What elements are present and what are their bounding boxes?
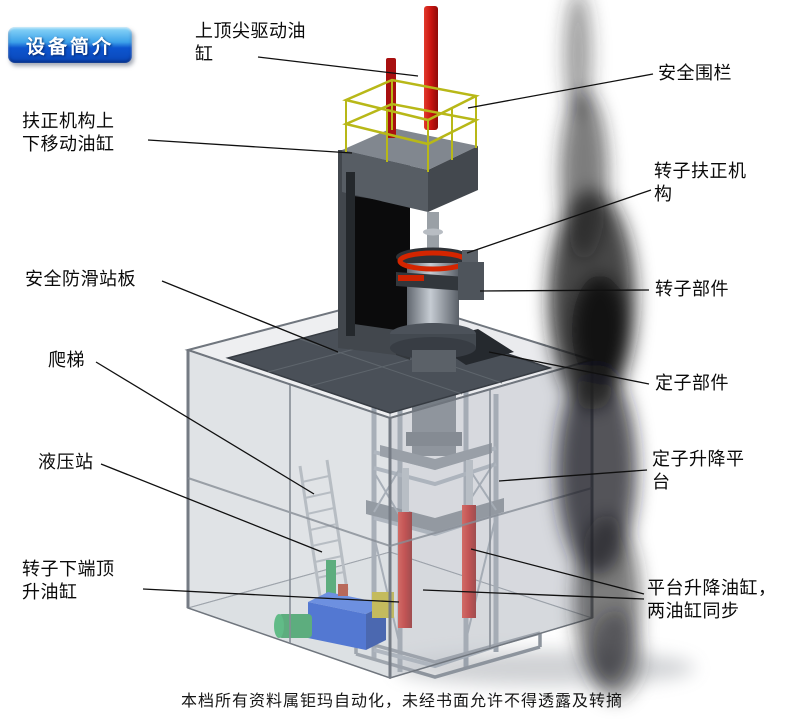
callout-stator-part: 定子部件 [655, 373, 729, 393]
callout-rotor-part: 转子部件 [655, 279, 729, 299]
leader-rotor-centering [466, 189, 652, 254]
head-top [342, 128, 478, 170]
leader-stator-part [488, 351, 650, 385]
piston-rod-right [466, 460, 473, 507]
leader-rotor-jack-cylinder [142, 588, 400, 603]
callout-hydraulic-station: 液压站 [38, 452, 94, 472]
callout-rotor-bottom-jack-cylinder: 转子下端顶升油缸 [22, 559, 115, 602]
leader-antislip-platform [161, 280, 339, 353]
head-side [428, 146, 478, 212]
leader-ladder [95, 361, 315, 495]
hydraulic-tank [308, 602, 366, 650]
callout-rotor-centering-mechanism: 转子扶正机构 [654, 161, 747, 204]
callout-top-tip-cylinder: 上顶尖驱动油缸 [195, 21, 306, 64]
callout-ladder: 爬梯 [48, 350, 85, 370]
centering-lift-cylinder [346, 172, 355, 336]
leader-platform-lift-left [422, 589, 645, 600]
press-column [338, 128, 478, 360]
leader-lines [95, 56, 654, 603]
section-badge: 设备简介 [8, 27, 132, 63]
top-tip-drive-cylinder [424, 6, 438, 130]
enclosure-mid-rails [187, 384, 593, 648]
leader-rotor-part [479, 289, 650, 292]
callout-centering-updown-cylinder: 扶正机构上下移动油缸 [22, 111, 115, 154]
top-drive-cylinders [386, 6, 438, 138]
leader-stator-lift-platform [498, 469, 648, 482]
safety-railing [342, 78, 480, 172]
shadow-smudge [548, 0, 641, 700]
callout-antislip-platform: 安全防滑站板 [25, 269, 136, 289]
column-window [354, 196, 410, 332]
platform-lift-cylinder-right [462, 505, 476, 618]
railing-posts [345, 80, 477, 172]
leader-top-tip-cylinder [257, 56, 419, 77]
leader-centering-updown-cylinder [147, 139, 353, 154]
rotor-body [407, 263, 459, 330]
callout-platform-lift-cylinders: 平台升降油缸，两油缸同步 [647, 578, 777, 621]
piston-rod-left [402, 468, 409, 514]
head-front [342, 150, 428, 212]
callout-safety-fence: 安全围栏 [658, 63, 732, 83]
leader-hydraulic-station [100, 463, 323, 553]
stator-lift-platform-plate [366, 498, 504, 532]
hydraulic-motor [278, 614, 312, 638]
section-badge-label: 设备简介 [25, 36, 114, 58]
rotor-assembly [390, 212, 484, 372]
centering-bracket [458, 262, 484, 300]
leader-safety-fence [467, 73, 654, 109]
footer-disclaimer: 本档所有资料属钜玛自动化，未经书面允许不得透露及转摘 [180, 693, 623, 710]
hydraulic-station-unit [274, 560, 394, 650]
leader-platform-lift-right [470, 548, 645, 595]
callout-stator-lift-platform: 定子升降平台 [652, 449, 745, 492]
